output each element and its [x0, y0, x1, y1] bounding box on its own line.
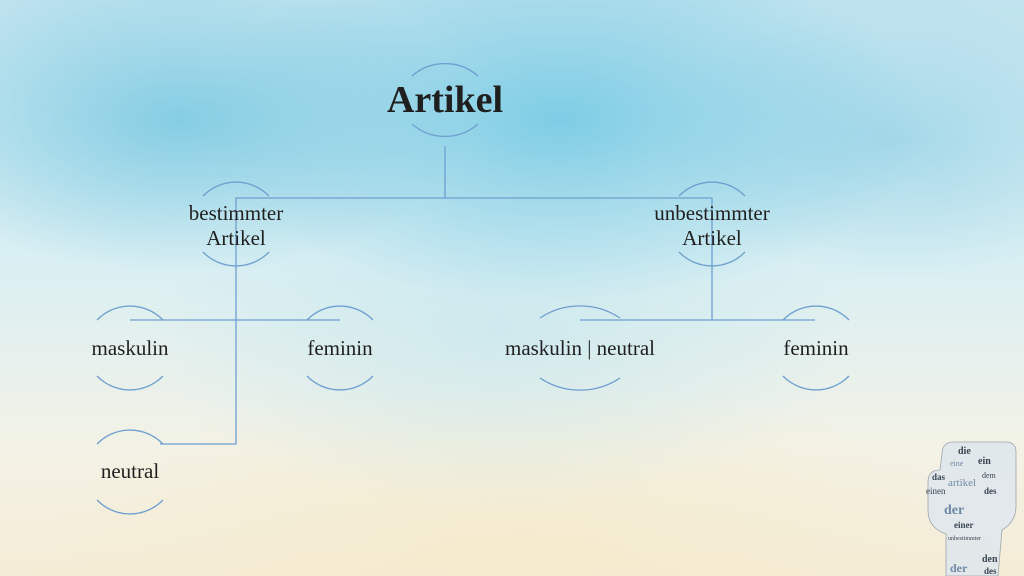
node-indefinite-line2: Artikel — [682, 226, 742, 251]
cloud-word: unbestimmter — [948, 536, 981, 542]
arc-root-top — [411, 62, 479, 77]
node-definite-maskulin: maskulin — [91, 336, 169, 360]
arc-indef-feminin-bottom — [782, 375, 850, 391]
arc-def-feminin-top — [306, 305, 374, 321]
connector-root-definite-neutral — [160, 146, 446, 445]
arc-root-bottom — [411, 123, 479, 138]
node-definite-feminin: feminin — [307, 336, 373, 360]
node-indefinite-feminin: feminin — [783, 336, 849, 360]
cloud-word: des — [984, 566, 997, 576]
cloud-word: der — [950, 561, 968, 575]
node-indefinite: unbestimmter Artikel — [622, 201, 802, 251]
arc-indefinite-top — [678, 181, 746, 197]
cloud-word: das — [932, 472, 946, 482]
node-root: Artikel — [386, 79, 504, 121]
node-definite-neutral: neutral — [100, 459, 160, 483]
cloud-word: artikel — [948, 477, 976, 489]
cloud-word: einen — [926, 486, 946, 496]
cloud-word: ein — [978, 456, 991, 467]
cloud-word: einer — [954, 520, 974, 530]
cloud-word: eine — [950, 459, 964, 468]
connector-root-indefinite — [445, 197, 713, 320]
arc-indef-mask-neutral-bottom — [539, 377, 621, 391]
arc-def-maskulin-bottom — [96, 375, 164, 391]
cloud-word: den — [982, 554, 998, 565]
arc-def-neutral-top — [96, 429, 164, 445]
node-definite-line1: bestimmter — [188, 201, 284, 225]
arc-indefinite-bottom — [678, 251, 746, 267]
cloud-word: der — [944, 503, 964, 518]
node-indefinite-maskulin-neutral: maskulin | neutral — [504, 336, 655, 360]
arc-definite-bottom — [202, 251, 270, 267]
arc-indef-mask-neutral-top — [539, 305, 621, 319]
cloud-word: die — [958, 446, 971, 457]
arc-indef-feminin-top — [782, 305, 850, 321]
cloud-word: dem — [982, 471, 997, 480]
node-indefinite-line1: unbestimmter — [654, 201, 770, 225]
arc-def-neutral-bottom — [96, 499, 164, 515]
cloud-word: des — [984, 486, 997, 496]
arc-def-maskulin-top — [96, 305, 164, 321]
fist-word-cloud-icon: die ein eine das dem des einen artikel d… — [926, 441, 1017, 576]
node-definite-line2: Artikel — [206, 226, 266, 251]
arc-def-feminin-bottom — [306, 375, 374, 391]
node-definite: bestimmter Artikel — [156, 201, 316, 251]
arc-definite-top — [202, 181, 270, 197]
